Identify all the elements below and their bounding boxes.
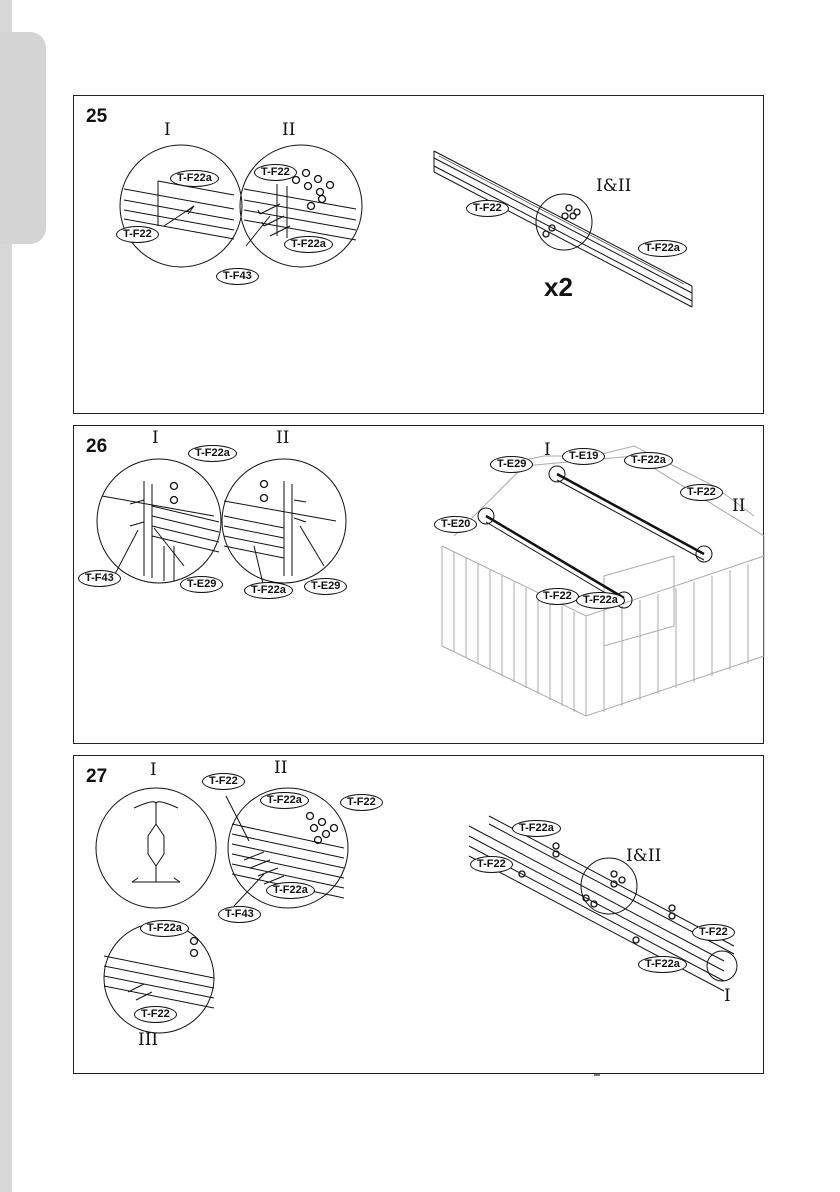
step-number: 26 [86,436,107,458]
step-26-panel: 26 I II T-F22a T-F43 T-E29 T-F22a T-E29 … [73,425,764,744]
detail-ii-label: II [282,120,295,140]
detail-i-label: I [152,428,159,448]
part-label: T-F43 [78,570,121,587]
detail-iii-label: III [138,1030,158,1050]
detail-i-label: I [150,760,157,780]
part-label: T-F43 [218,906,261,923]
part-label: T-F22 [116,226,159,243]
part-label: T-F22a [576,592,625,609]
step-number: 25 [86,106,107,128]
step-26-drawing [74,426,765,745]
scene-ii-label: II [732,496,745,516]
part-label: T-F22 [470,856,513,873]
step-27-panel: 27 I II III I&II I T-F22 T-F22a T-F22 T-… [73,755,764,1074]
detail-i-ii-label: I&II [626,846,661,866]
part-label: T-F22a [638,956,687,973]
part-label: T-F22a [638,240,687,257]
part-label: T-E20 [434,516,477,533]
part-label: T-F22a [170,170,219,187]
part-label: T-F22a [140,920,189,937]
section-tab [0,32,46,244]
part-label: T-F43 [216,268,259,285]
detail-i-label: I [164,120,171,140]
quantity-multiplier: x2 [544,272,573,303]
part-label: T-E29 [180,576,223,593]
part-label: T-F22 [134,1006,177,1023]
part-label: T-F22a [284,236,333,253]
part-label: T-F22 [680,484,723,501]
part-label: T-E29 [304,578,347,595]
part-label: T-F22 [202,773,245,790]
part-label: T-F22 [692,924,735,941]
part-label: T-F22a [512,820,561,837]
part-label: T-F22 [536,588,579,605]
part-label: T-F22 [466,200,509,217]
step-number: 27 [86,766,107,788]
step-25-panel: 25 I II I&II T-F22a T-F22 T-F22 T-F22a T… [73,95,764,414]
detail-ii-label: II [274,758,287,778]
footer-mark [594,1074,600,1076]
part-label: T-F22 [340,794,383,811]
detail-i-ii-label: I&II [596,176,631,196]
part-label: T-E29 [490,456,533,473]
part-label: T-F22a [188,445,237,462]
part-label: T-F22a [266,882,315,899]
part-label: T-F22a [244,582,293,599]
scene-i-label: I [544,440,551,460]
part-label: T-F22a [260,792,309,809]
part-label: T-E19 [562,448,605,465]
end-detail-label: I [724,986,731,1006]
step-27-drawing [74,756,765,1075]
part-label: T-F22 [254,164,297,181]
detail-ii-label: II [276,428,289,448]
part-label: T-F22a [624,452,673,469]
